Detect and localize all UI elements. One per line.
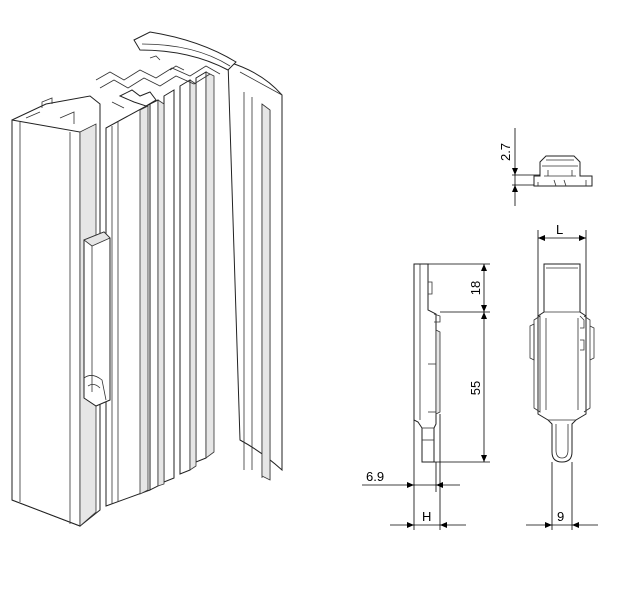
length-dimension: L — [537, 222, 587, 316]
clip-height-label: 2.7 — [498, 143, 513, 161]
clip-height-dimension: 2.7 — [498, 128, 540, 206]
height-label: H — [422, 509, 431, 524]
profile-3d-view — [11, 31, 283, 527]
vertical-dimensions: 18 55 — [428, 263, 490, 463]
clip-part — [533, 155, 593, 187]
span-label: 55 — [468, 381, 483, 395]
top-offset-label: 18 — [468, 281, 483, 295]
width-bottom-label: 9 — [557, 509, 564, 524]
horizontal-dimensions-side: 6.9 H — [362, 414, 466, 530]
side-view — [413, 263, 441, 463]
width-bottom-dimension: 9 — [526, 462, 598, 530]
offset-left-label: 6.9 — [366, 469, 384, 484]
length-label: L — [556, 222, 563, 237]
front-view — [529, 263, 595, 463]
